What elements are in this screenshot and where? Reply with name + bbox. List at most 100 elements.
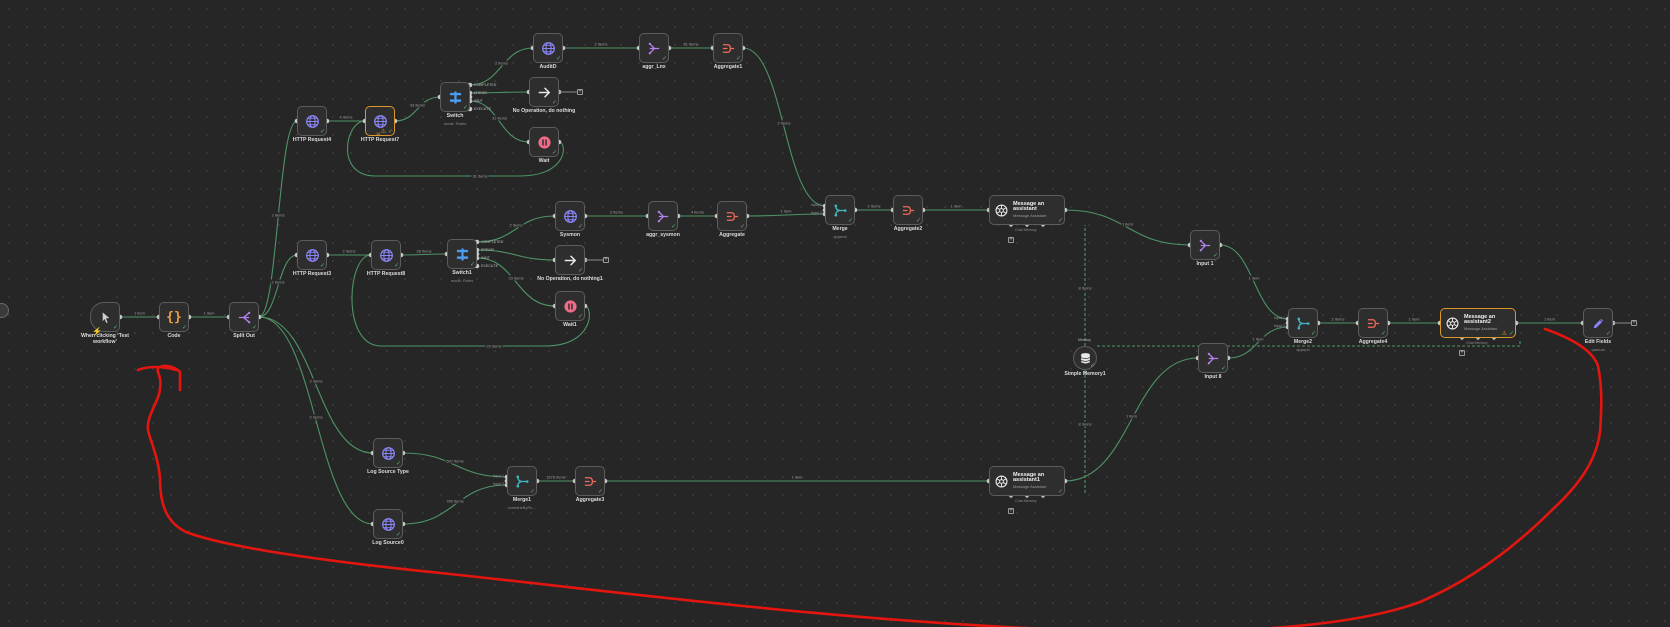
node-label: Aggregate1 xyxy=(713,64,743,70)
wire-input1-merge2 xyxy=(1219,244,1289,320)
switch-output-label: WAIT xyxy=(474,98,483,103)
edge-label-http4_http7: 4 items xyxy=(338,114,354,120)
node-label: Log Source0 xyxy=(372,540,404,546)
edge-label-lst_merge1: 507 items xyxy=(445,458,465,464)
node-aggregate[interactable]: ✓ xyxy=(717,201,747,231)
pencil-icon xyxy=(1591,316,1606,331)
success-check-icon: ✓ xyxy=(847,218,853,224)
node-auditd[interactable]: ✓ xyxy=(533,33,563,63)
node-label: Wait xyxy=(538,158,550,164)
edge-label-agg2_assist: 1 item xyxy=(949,203,963,209)
globe-icon xyxy=(541,41,556,56)
node-aggregate2[interactable]: ✓ xyxy=(893,195,923,225)
node-label: No Operation, do nothing xyxy=(512,108,576,114)
edge-label-input1_merge2: 1 item xyxy=(1247,275,1261,281)
node-noop[interactable]: ✓ xyxy=(529,77,559,107)
node-subtitle: append xyxy=(833,234,847,239)
wire-splitout-http4 xyxy=(258,120,298,318)
node-noop1[interactable]: ✓ xyxy=(555,245,585,275)
node-subtitle: manual xyxy=(1591,347,1605,352)
add-tool-button[interactable]: + xyxy=(1008,508,1014,514)
node-http4[interactable]: ✓ xyxy=(297,106,327,136)
edge-label-merge_agg2: 2 items xyxy=(866,203,882,209)
edge-label-memory_down: 8 items xyxy=(1077,421,1093,427)
node-input8[interactable]: ✓ xyxy=(1198,343,1228,373)
success-check-icon: ✓ xyxy=(1605,331,1611,337)
node-label: Switch1 xyxy=(452,270,472,276)
node-wait1[interactable]: ✓ xyxy=(555,291,585,321)
globe-icon xyxy=(563,209,578,224)
cursor-icon xyxy=(98,310,113,325)
edge-label-merge1_agg3: 1578 items xyxy=(545,474,567,480)
node-editfields[interactable]: ✓ xyxy=(1583,308,1613,338)
merge-icon xyxy=(515,474,530,489)
switch-output-label: ERROR xyxy=(481,247,494,252)
node-aggrsysmon[interactable]: ✓ xyxy=(648,201,678,231)
add-node-button[interactable]: + xyxy=(1631,320,1637,326)
node-label: Simple Memory1 xyxy=(1064,371,1106,377)
edge-label-assist_input1: 1 item xyxy=(1121,221,1134,226)
node-subtitle: Message Assistant xyxy=(1013,213,1047,219)
node-logsrc[interactable]: ✓ xyxy=(373,509,403,539)
node-trigger[interactable]: ✓ xyxy=(90,302,120,332)
success-check-icon: ✓ xyxy=(551,100,557,106)
node-wait[interactable]: ✓ xyxy=(529,127,559,157)
aggregate-icon xyxy=(721,41,736,56)
edge-label-memory_up: 8 items xyxy=(1077,285,1093,291)
wire-splitout-http3 xyxy=(258,254,298,318)
add-node-button[interactable]: + xyxy=(603,257,609,263)
edge-label-http7_switch: 33 items xyxy=(408,102,427,108)
node-label: Sysmon xyxy=(559,232,581,238)
add-tool-button[interactable]: + xyxy=(1459,350,1465,356)
success-check-icon: ✓ xyxy=(670,224,676,230)
success-check-icon: ✓ xyxy=(1380,331,1386,337)
node-merge2[interactable]: ✓ xyxy=(1288,308,1318,338)
node-memory[interactable]: ✓ xyxy=(1073,346,1097,370)
success-check-icon: ✓ xyxy=(577,224,583,230)
add-tool-button[interactable]: + xyxy=(1008,237,1014,243)
node-http8[interactable]: ✓ xyxy=(371,240,401,270)
node-label: Input 1 xyxy=(1196,261,1214,267)
success-check-icon: ✓ xyxy=(395,461,401,467)
node-aggregate1[interactable]: ✓ xyxy=(713,33,743,63)
node-logsrctype[interactable]: ✓ xyxy=(373,438,403,468)
switch-output-label: WAIT xyxy=(481,255,490,260)
node-aggrlnx[interactable]: ✓ xyxy=(639,33,669,63)
node-merge1[interactable]: ✓ xyxy=(507,466,537,496)
edge-label-switch1_wait1: 23 items xyxy=(507,275,525,281)
node-aggregate3[interactable]: ✓ xyxy=(575,466,605,496)
aggregate-icon xyxy=(1366,316,1381,331)
node-label: Switch xyxy=(446,113,464,119)
node-switch1[interactable]: ✓ xyxy=(447,239,477,269)
success-check-icon: ✓ xyxy=(577,268,583,274)
node-label: Log Source Type xyxy=(367,469,409,475)
globe-icon xyxy=(305,114,320,129)
merge-icon xyxy=(1296,316,1311,331)
node-code[interactable]: {}✓ xyxy=(159,302,189,332)
node-subtitle: combineByPo… xyxy=(507,505,537,510)
node-input1[interactable]: ✓ xyxy=(1190,230,1220,260)
success-check-icon: ✓ xyxy=(462,105,468,111)
openai-icon xyxy=(1445,316,1460,331)
node-merge[interactable]: ✓ xyxy=(825,195,855,225)
edge-label-switch_auditd: 2 items xyxy=(494,60,509,65)
node-http3[interactable]: ✓ xyxy=(297,240,327,270)
node-switch[interactable]: ✓ xyxy=(440,82,470,112)
globe-icon xyxy=(381,517,396,532)
split-out-icon xyxy=(237,310,252,325)
add-node-button[interactable]: + xyxy=(577,89,583,95)
merge-input-label: Input 2 xyxy=(1274,324,1285,328)
merge-icon xyxy=(833,203,848,218)
success-check-icon: ✓ xyxy=(181,325,187,331)
success-check-icon: ✓ xyxy=(1089,363,1095,369)
node-sysmon[interactable]: ✓ xyxy=(555,201,585,231)
node-aggregate4[interactable]: ✓ xyxy=(1358,308,1388,338)
chat-memory-tag: Chat Memory xyxy=(1015,228,1037,232)
node-label: Merge2 xyxy=(1293,339,1313,345)
node-http7[interactable]: ✓⚠ xyxy=(365,106,395,136)
node-splitout[interactable]: ✓ xyxy=(229,302,259,332)
